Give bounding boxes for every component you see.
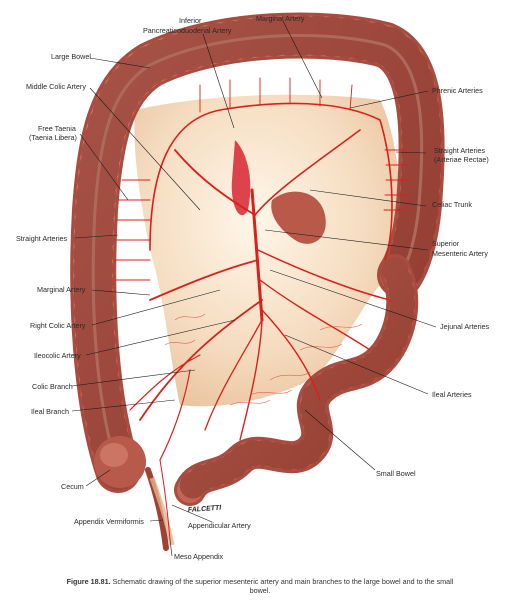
label-superior-mesenteric-artery-1: Superior <box>432 239 460 248</box>
artist-signature: FALCETTI <box>188 505 223 514</box>
label-inferior-pancreaticoduodenal-artery-2: Pancreaticoduodenal Artery <box>143 26 232 35</box>
small-bowel <box>174 254 419 506</box>
label-straight-arteries-left: Straight Arteries <box>16 234 68 243</box>
label-straight-arteries-right-2: (Arteriae Rectae) <box>434 155 489 164</box>
label-colic-branch: Colic Branch <box>32 382 73 391</box>
arteries <box>114 77 411 541</box>
label-small-bowel: Small Bowel <box>376 469 416 478</box>
label-marginal-artery-top: Marginal Artery <box>256 14 305 23</box>
label-superior-mesenteric-artery-2: Mesenteric Artery <box>432 249 488 258</box>
label-free-taenia-2: (Taenia Libera) <box>29 133 77 142</box>
figure-caption: Figure 18.81. Schematic drawing of the s… <box>60 577 460 595</box>
label-free-taenia-1: Free Taenia <box>38 124 76 133</box>
leader-lines <box>71 20 437 557</box>
label-ileal-branch: Ileal Branch <box>31 407 69 416</box>
label-inferior-pancreaticoduodenal-artery-1: Inferior <box>179 16 202 25</box>
appendix-vermiformis <box>145 467 175 551</box>
duodenum <box>231 140 326 244</box>
label-phrenic-arteries: Phrenic Arteries <box>432 86 483 95</box>
label-ileal-arteries: Ileal Arteries <box>432 390 472 399</box>
label-middle-colic-artery: Middle Colic Artery <box>26 82 86 91</box>
label-right-colic-artery: Right Colic Artery <box>30 321 86 330</box>
label-appendix-vermiformis: Appendix Vermiformis <box>74 517 144 526</box>
labels: Inferior Pancreaticoduodenal Artery Marg… <box>16 14 490 561</box>
label-ileocolic-artery: Ileocolic Artery <box>34 351 81 360</box>
label-appendicular-artery: Appendicular Artery <box>188 521 251 530</box>
label-straight-arteries-right-1: Straight Arteries <box>434 146 486 155</box>
label-large-bowel: Large Bowel <box>51 52 91 61</box>
large-bowel <box>70 12 445 493</box>
label-marginal-artery-left: Marginal Artery <box>37 285 86 294</box>
cecum <box>94 436 146 488</box>
label-cecum: Cecum <box>61 482 84 491</box>
label-jejunal-arteries: Jejunal Arteries <box>440 322 490 331</box>
label-celiac-trunk: Celiac Trunk <box>432 200 472 209</box>
label-meso-appendix: Meso Appendix <box>174 552 224 561</box>
arterial-arcades <box>164 313 363 406</box>
figure-number: Figure 18.81. <box>66 577 111 586</box>
figure-caption-text: Schematic drawing of the superior mesent… <box>112 577 454 595</box>
